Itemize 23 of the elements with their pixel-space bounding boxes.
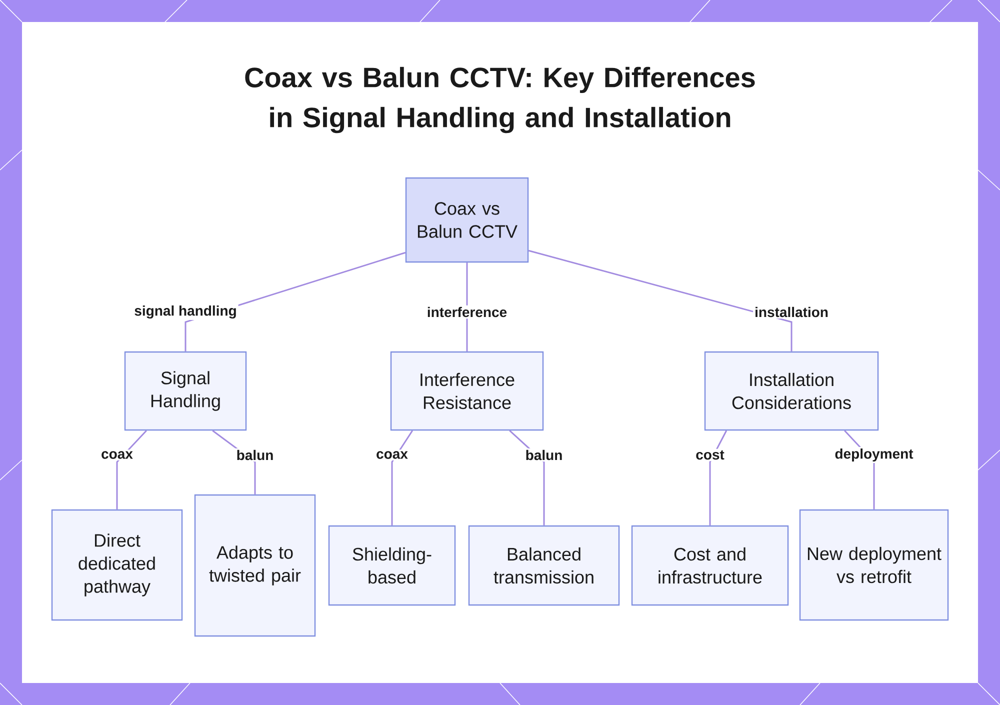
edge-label: interference: [425, 305, 509, 319]
topic-box: Coax vs Balun CCTV: [405, 177, 529, 263]
edge-label: coax: [374, 450, 410, 460]
edge-label: signal handling: [132, 304, 238, 320]
process-box: Direct dedicated pathway: [51, 509, 183, 621]
process-box: Signal Handling: [124, 351, 247, 431]
process-box: New deployment vs retrofit: [799, 509, 949, 621]
edge-label: balun: [524, 448, 564, 462]
title: Coax vs Balun CCTV: Key Differences in Signal Handling and Installation: [245, 66, 755, 134]
edge-label: cost: [694, 448, 726, 462]
process-box: Cost and infrastructure: [631, 525, 789, 606]
connector: [528, 250, 792, 352]
edge-label: installation: [753, 305, 830, 319]
process-box: Shielding-based: [328, 525, 456, 606]
process-box: Balanced transmission: [468, 525, 620, 606]
edge-label: balun: [234, 448, 276, 462]
process-box: Adapts to twisted pair: [194, 494, 316, 637]
process-box: Interference Resistance: [390, 351, 544, 431]
edge-label: coax: [100, 450, 134, 460]
process-box: Installation Considerations: [704, 351, 879, 431]
edge-label: deployment: [833, 446, 915, 464]
connector: [709, 430, 728, 526]
connector: [391, 430, 414, 526]
